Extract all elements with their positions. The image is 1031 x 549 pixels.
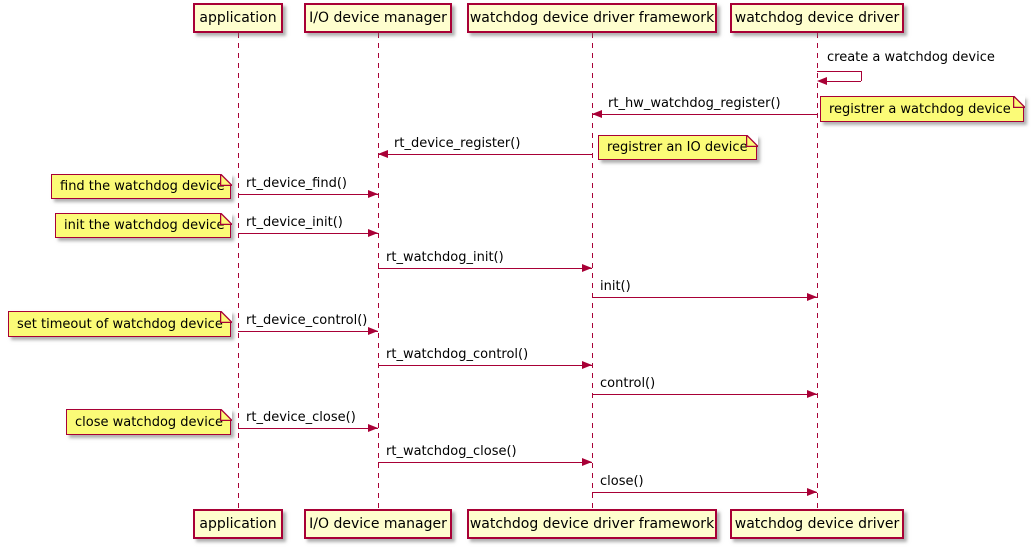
note-4: set timeout of watchdog device [8, 310, 232, 337]
arrowhead-right-icon [582, 264, 592, 272]
arrowhead-right-icon [368, 424, 378, 432]
arrowhead-right-icon [368, 190, 378, 198]
message-label: rt_hw_watchdog_register() [608, 96, 781, 111]
note-label: init the watchdog device [64, 218, 225, 233]
participant-label: I/O device manager [309, 516, 447, 532]
note-fold-icon [1012, 95, 1025, 108]
message-line [592, 394, 817, 395]
message-line [238, 233, 378, 234]
participant-application-bottom: application [193, 509, 283, 539]
self-message-line [817, 71, 861, 72]
message-line [378, 268, 592, 269]
participant-application-top: application [193, 3, 283, 33]
participant-watchdog-framework-bottom: watchdog device driver framework [467, 509, 717, 539]
participant-io-device-manager-bottom: I/O device manager [304, 509, 452, 539]
message-label: rt_device_register() [394, 136, 521, 151]
note-fold-icon [219, 408, 232, 421]
message-line [592, 492, 817, 493]
message-label: rt_device_control() [246, 313, 368, 328]
participant-label: application [199, 516, 277, 532]
note-fold-icon [219, 310, 232, 323]
message-label: init() [600, 279, 631, 294]
note-2: find the watchdog device [51, 173, 232, 199]
message-label: rt_watchdog_close() [386, 444, 517, 459]
message-line [592, 297, 817, 298]
note-label: set timeout of watchdog device [17, 316, 223, 332]
lifeline-watchdog-framework [592, 33, 593, 510]
message-line [592, 114, 817, 115]
participant-label: watchdog device driver [734, 10, 900, 26]
message-label: rt_device_close() [246, 410, 356, 425]
arrowhead-right-icon [582, 458, 592, 466]
arrowhead-right-icon [582, 361, 592, 369]
note-label: close watchdog device [75, 414, 223, 430]
self-message-line [826, 81, 861, 82]
message-line [238, 331, 378, 332]
arrowhead-right-icon [807, 293, 817, 301]
participant-watchdog-framework-top: watchdog device driver framework [467, 3, 717, 33]
note-label: registrer an IO device [607, 140, 748, 155]
self-message-line [861, 71, 862, 81]
note-5: close watchdog device [66, 408, 232, 435]
note-fold-icon [745, 134, 758, 147]
note-label: registrer a watchdog device [829, 101, 1011, 117]
message-label: rt_watchdog_control() [386, 347, 529, 362]
note-3: init the watchdog device [55, 212, 232, 238]
arrowhead-left-icon [378, 150, 388, 158]
participant-label: watchdog device driver framework [469, 516, 715, 532]
message-line [378, 154, 592, 155]
message-line [238, 194, 378, 195]
message-label: rt_device_find() [246, 176, 347, 191]
note-0: registrer a watchdog device [820, 95, 1025, 122]
participant-label: watchdog device driver [734, 516, 900, 532]
message-line [378, 462, 592, 463]
note-fold-icon [219, 212, 232, 225]
message-label: rt_device_init() [246, 215, 343, 230]
lifeline-io-device-manager [378, 33, 379, 510]
lifeline-application [238, 33, 239, 510]
participant-io-device-manager-top: I/O device manager [304, 3, 452, 33]
arrowhead-left-icon [817, 77, 827, 85]
message-label: control() [600, 376, 656, 391]
participant-label: I/O device manager [309, 10, 447, 26]
note-fold-icon [219, 173, 232, 186]
participant-watchdog-driver-top: watchdog device driver [730, 3, 904, 33]
participant-watchdog-driver-bottom: watchdog device driver [730, 509, 904, 539]
lifeline-watchdog-driver [817, 33, 818, 510]
message-line [238, 428, 378, 429]
message-label: create a watchdog device [827, 50, 995, 65]
message-label: rt_watchdog_init() [386, 250, 504, 265]
participant-label: watchdog device driver framework [469, 10, 715, 26]
arrowhead-right-icon [807, 390, 817, 398]
arrowhead-left-icon [592, 110, 602, 118]
note-label: find the watchdog device [60, 179, 225, 194]
participant-label: application [199, 10, 277, 26]
arrowhead-right-icon [368, 229, 378, 237]
message-label: close() [600, 474, 644, 489]
arrowhead-right-icon [807, 488, 817, 496]
message-line [378, 365, 592, 366]
note-1: registrer an IO device [598, 134, 758, 160]
arrowhead-right-icon [368, 327, 378, 335]
